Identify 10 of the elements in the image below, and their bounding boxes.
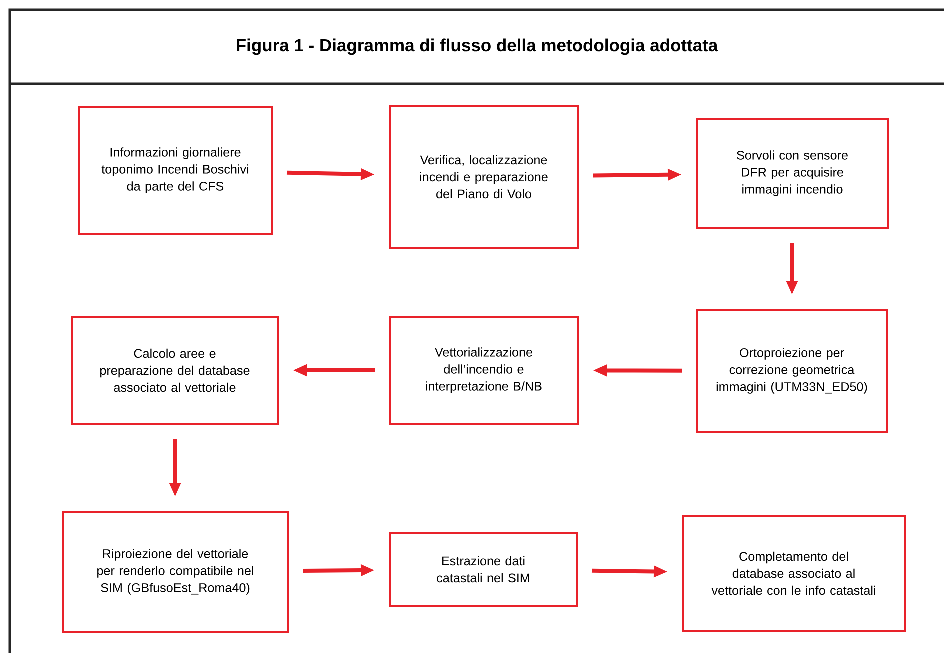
process-box: Calcolo aree e preparazione del database associato al vettoriale [71, 316, 279, 425]
process-box: Completamento del database associato al vettoriale con le info catastali [682, 515, 906, 632]
process-box: Verifica, localizzazione incendi e preparazione del Piano di Volo [389, 105, 579, 249]
process-box: Estrazione dati catastali nel SIM [389, 532, 578, 607]
process-box: Informazioni giornaliere toponimo Incendi Boschivi da parte del CFS [78, 106, 273, 235]
process-box: Riproiezione del vettoriale per renderlo compatibile nel SIM (GBfusoEst_Roma40) [62, 511, 289, 633]
process-box: Sorvoli con sensore DFR per acquisire immagini incendio [696, 118, 890, 229]
title: Figura 1 - Diagramma di flusso della metodologia adottata [237, 38, 718, 56]
process-box: Vettorializzazione dell’incendio e interpretazione B/NB [389, 316, 579, 425]
process-box: Ortoproiezione per correzione geometrica immagini (UTM33N_ED50) [696, 309, 888, 433]
